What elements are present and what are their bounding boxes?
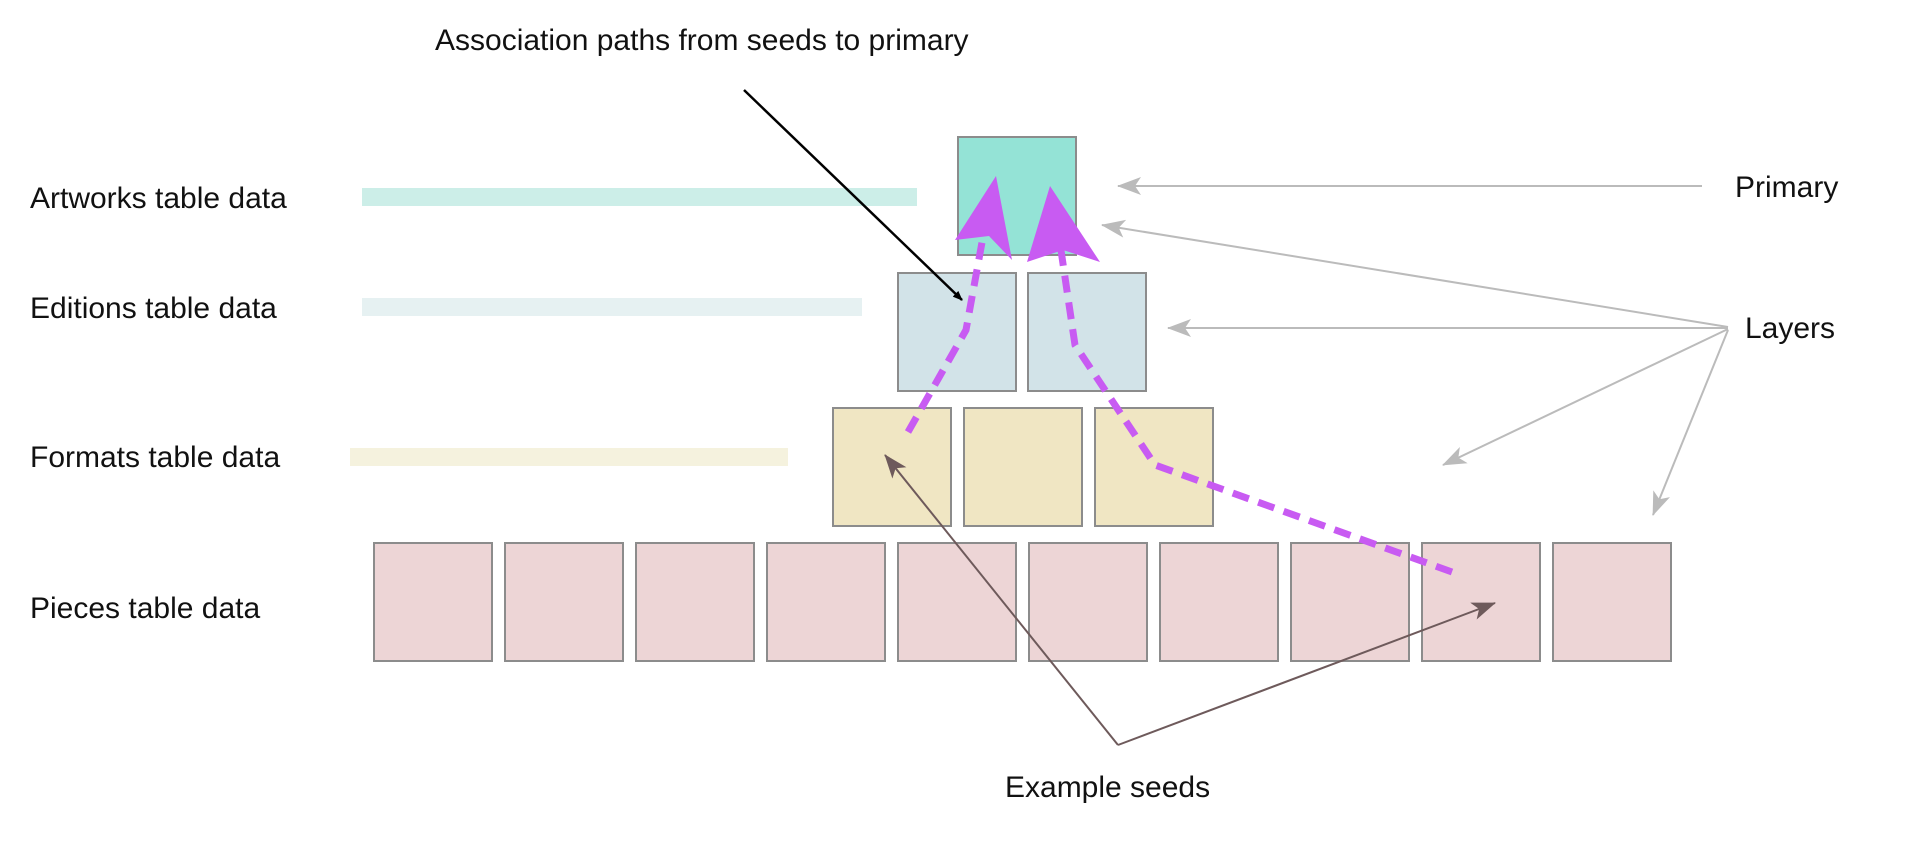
grey-arrows bbox=[1101, 177, 1729, 516]
layers-arrow-primary bbox=[1101, 219, 1729, 328]
piece-cell bbox=[766, 542, 886, 662]
association-path-left bbox=[904, 214, 991, 434]
format-cell bbox=[1094, 407, 1214, 527]
piece-cell bbox=[1028, 542, 1148, 662]
formats-bar bbox=[350, 448, 788, 466]
layers-label: Layers bbox=[1745, 312, 1835, 345]
seed-arrow-piece bbox=[1117, 602, 1496, 746]
format-cell bbox=[963, 407, 1083, 527]
piece-cell bbox=[635, 542, 755, 662]
pieces-cell-group bbox=[373, 542, 1672, 662]
association-arrowhead-left bbox=[955, 176, 1012, 260]
editions-bar bbox=[362, 298, 862, 316]
layer-label-artworks: Artworks table data bbox=[30, 182, 287, 215]
editions-cell-group bbox=[897, 272, 1147, 392]
format-cell bbox=[832, 407, 952, 527]
piece-cell bbox=[1290, 542, 1410, 662]
edition-cell bbox=[1027, 272, 1147, 392]
piece-cell bbox=[1421, 542, 1541, 662]
layer-label-formats: Formats table data bbox=[30, 441, 280, 474]
primary-label: Primary bbox=[1735, 171, 1838, 204]
piece-cell bbox=[1159, 542, 1279, 662]
layer-label-pieces: Pieces table data bbox=[30, 592, 260, 625]
association-paths bbox=[904, 176, 1454, 576]
edition-cell bbox=[897, 272, 1017, 392]
layers-arrow-formats bbox=[1442, 328, 1729, 466]
layer-label-editions: Editions table data bbox=[30, 292, 277, 325]
seed-arrows bbox=[884, 454, 1496, 746]
formats-cell-group bbox=[832, 407, 1214, 527]
seeds-label: Example seeds bbox=[1005, 771, 1210, 804]
association-arrowhead-right bbox=[1027, 186, 1100, 262]
title-arrow bbox=[743, 89, 963, 301]
piece-cell bbox=[504, 542, 624, 662]
seed-arrow-format bbox=[884, 454, 1119, 746]
artworks-bar bbox=[362, 188, 917, 206]
piece-cell bbox=[897, 542, 1017, 662]
piece-cell bbox=[373, 542, 493, 662]
piece-cell bbox=[1552, 542, 1672, 662]
diagram-title: Association paths from seeds to primary bbox=[435, 24, 969, 57]
association-path-right bbox=[1054, 229, 1454, 576]
layers-arrow-pieces bbox=[1652, 329, 1729, 516]
